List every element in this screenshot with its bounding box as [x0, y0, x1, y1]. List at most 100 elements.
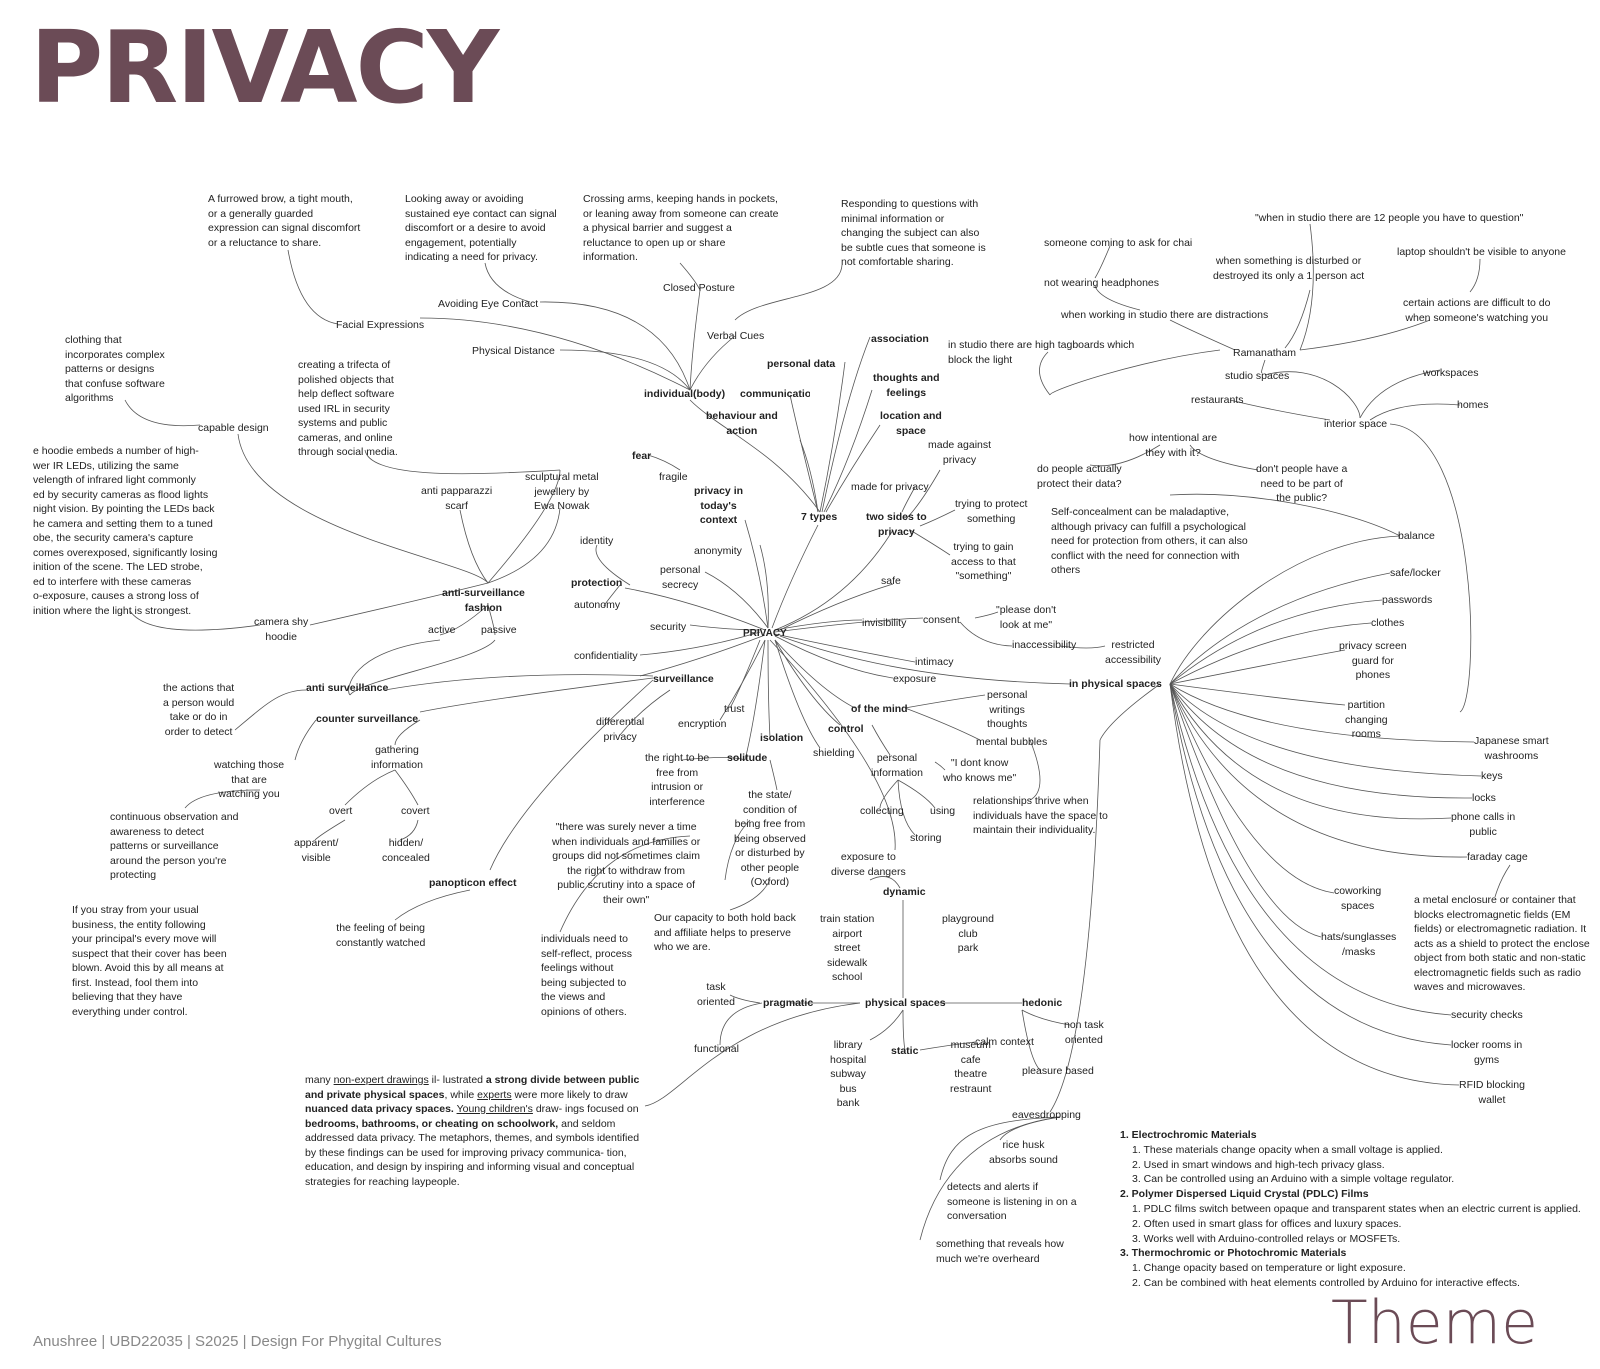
connector-line	[644, 1002, 861, 1107]
connector-line	[624, 587, 766, 631]
connector-line	[559, 835, 691, 933]
footer-credit: Anushree | UBD22035 | S2025 | Design For…	[33, 1333, 442, 1350]
node-studio-spaces: studio spaces	[1225, 370, 1290, 382]
connector-line	[1169, 683, 1460, 1086]
connector-line	[1169, 319, 1236, 351]
node-trust: trust	[724, 703, 745, 715]
connector-line	[1169, 683, 1482, 777]
quote-block: many non-expert drawings il- lustrated a…	[305, 1074, 640, 1188]
node-pragmatic: pragmatic	[763, 997, 814, 1009]
connector-line	[1261, 359, 1266, 373]
connector-line	[1169, 683, 1335, 894]
connector-line	[759, 544, 769, 629]
node-rice-husk: rice husk absorbs sound	[989, 1139, 1058, 1166]
connector-line	[774, 633, 916, 663]
node-clothes: clothes	[1371, 617, 1405, 629]
connector-line	[1021, 1009, 1041, 1071]
node-differential-privacy: differential privacy	[596, 716, 645, 743]
connector-line	[124, 399, 201, 427]
node-faraday-cage: faraday cage	[1467, 851, 1528, 863]
node-hats-masks: hats/sunglasses /masks	[1321, 931, 1397, 958]
node-autonomy: autonomy	[574, 599, 621, 611]
note-continuous-observation: continuous observation and awareness to …	[110, 811, 239, 881]
connector-line	[294, 719, 317, 761]
node-gathering-information: gathering information	[371, 744, 423, 771]
node-safe: safe	[881, 575, 901, 587]
connector-line	[902, 1009, 906, 1051]
connector-line	[779, 635, 1071, 685]
node-counter-surveillance: counter surveillance	[316, 713, 419, 725]
node-balance: balance	[1398, 530, 1435, 542]
node-hidden-concealed: hidden/ concealed	[382, 837, 430, 864]
connector-line	[384, 674, 654, 691]
node-sculptural-jewellery: sculptural metal jewellery by Ewa Nowak	[525, 471, 599, 512]
connector-line	[1021, 1009, 1071, 1026]
connector-line	[934, 761, 946, 771]
node-intimacy: intimacy	[915, 656, 954, 668]
node-homes: homes	[1457, 399, 1489, 411]
connector-line	[769, 639, 896, 851]
material-item: 1. PDLC films switch between opaque and …	[1132, 1202, 1581, 1215]
connector-line	[1169, 683, 1452, 1016]
note-stray: If you stray from your usual business, t…	[72, 904, 227, 1018]
node-not-headphones: not wearing headphones	[1044, 277, 1160, 289]
connector-line	[1169, 683, 1322, 938]
node-camera-shy-hoodie: camera shy hoodie	[254, 616, 309, 643]
node-shielding: shielding	[813, 747, 855, 759]
connector-line	[1169, 683, 1473, 799]
node-solitude: solitude	[727, 752, 768, 764]
node-detects-alerts: detects and alerts if someone is listeni…	[947, 1181, 1077, 1222]
node-passive: passive	[481, 624, 517, 636]
node-in-physical-spaces: in physical spaces	[1069, 678, 1162, 690]
list-hedonic-places: museum cafe theatre restraunt	[950, 1039, 992, 1095]
connector-line	[394, 719, 421, 746]
connector-line	[419, 677, 654, 713]
node-verbal-cues: Verbal Cues	[707, 330, 765, 342]
node-security: security	[650, 621, 687, 633]
node-static: static	[891, 1045, 919, 1057]
node-encryption: encryption	[678, 718, 727, 730]
connector-line	[1169, 683, 1452, 820]
connector-line	[704, 571, 769, 629]
materials-list: 1. Electrochromic Materials 1. These mat…	[1120, 1128, 1590, 1291]
connector-line	[774, 635, 894, 679]
quote-when-in-studio: "when in studio there are 12 people you …	[1255, 212, 1524, 224]
connector-line	[689, 624, 761, 631]
connector-line	[1029, 739, 1041, 801]
node-fear: fear	[632, 450, 652, 462]
connector-line	[897, 779, 916, 836]
node-anti-surveillance-fashion: anti-surveillance fashion	[442, 587, 525, 614]
node-protection: protection	[571, 577, 623, 589]
connector-line	[769, 759, 778, 791]
connector-line	[939, 1116, 1061, 1181]
node-locks: locks	[1472, 792, 1496, 804]
connector-line	[1369, 403, 1461, 421]
note-self-concealment: Self-concealment can be maladaptive, alt…	[1051, 506, 1248, 576]
connector-line	[1494, 864, 1511, 898]
node-something-reveals: something that reveals how much we're ov…	[936, 1238, 1064, 1265]
connector-line	[897, 779, 936, 809]
quote-please-dont: "please don't look at me"	[996, 604, 1057, 631]
connector-line	[559, 349, 691, 391]
list-static-places: library hospital subway bus bank	[830, 1039, 867, 1109]
connector-line	[681, 757, 746, 761]
node-association: association	[871, 333, 929, 345]
connector-line	[1284, 289, 1311, 349]
connector-line	[184, 789, 261, 809]
node-individual-body: individual(body)	[644, 388, 726, 400]
node-partition: partition changing rooms	[1345, 699, 1388, 740]
node-privacy-today: privacy in today's context	[694, 485, 744, 526]
node-watching-those: watching those that are watching you	[214, 759, 285, 800]
quote-there-was: "there was surely never a time when indi…	[552, 821, 701, 906]
connector-line	[1264, 371, 1361, 419]
connector-line	[639, 631, 761, 656]
note-furrowed-brow: A furrowed brow, a tight mouth, or a gen…	[208, 193, 361, 249]
material-item: 1. Change opacity based on temperature o…	[1132, 1262, 1406, 1275]
node-keys: keys	[1481, 770, 1503, 782]
node-ramanatham: Ramanatham	[1233, 347, 1297, 359]
material-item: 2. Used in smart windows and high-tech p…	[1132, 1158, 1385, 1171]
connector-line	[819, 361, 846, 513]
node-personal-data: personal data	[767, 358, 836, 370]
connector-line	[799, 439, 819, 513]
node-coworking: coworking spaces	[1334, 885, 1382, 912]
